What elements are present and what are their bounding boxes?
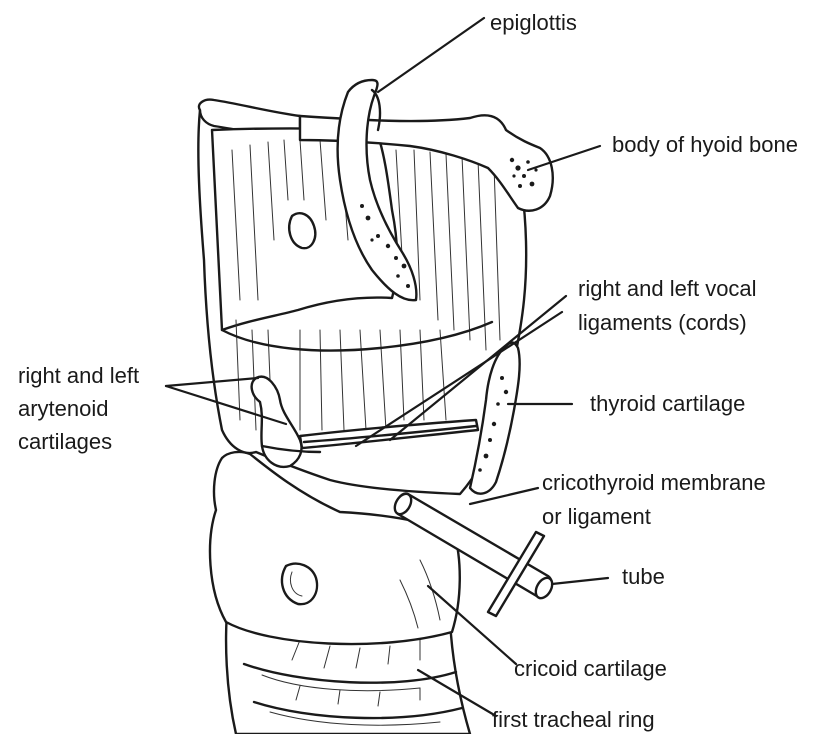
- label-thyroid: thyroid cartilage: [590, 391, 745, 416]
- label-arytenoid-line1: right and left: [18, 363, 139, 388]
- label-hyoid: body of hyoid bone: [612, 132, 798, 157]
- label-cricothyroid-line2: or ligament: [542, 504, 651, 529]
- label-vocal-line2: ligaments (cords): [578, 310, 747, 335]
- leader-tube: [552, 578, 608, 584]
- label-arytenoid-line2: arytenoid: [18, 396, 109, 421]
- label-cricoid: cricoid cartilage: [514, 656, 667, 681]
- label-vocal-line1: right and left vocal: [578, 276, 757, 301]
- label-epiglottis: epiglottis: [490, 10, 577, 35]
- leader-epiglottis: [378, 18, 484, 92]
- label-arytenoid-line3: cartilages: [18, 429, 112, 454]
- label-tracheal: first tracheal ring: [492, 707, 655, 732]
- label-cricothyroid-line1: cricothyroid membrane: [542, 470, 766, 495]
- label-tube: tube: [622, 564, 665, 589]
